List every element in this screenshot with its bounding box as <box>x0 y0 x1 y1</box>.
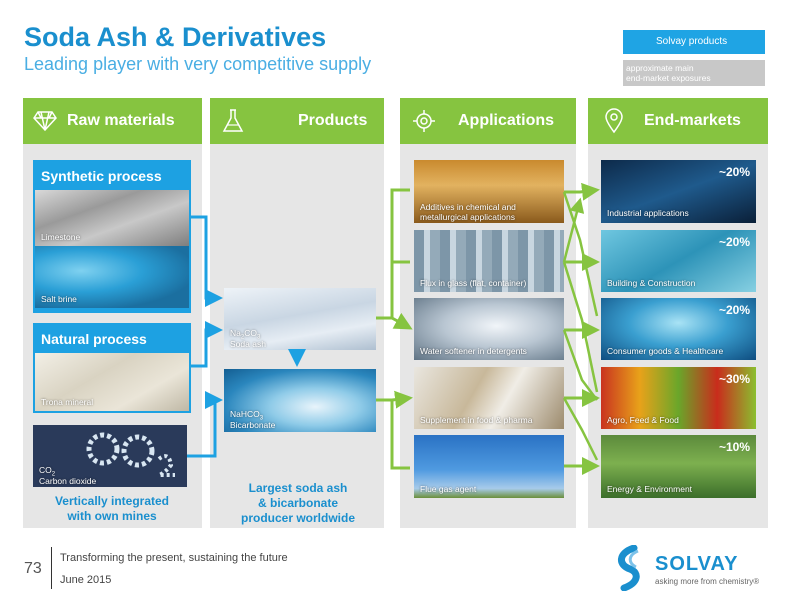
end-market-consumer-image: ~20% Consumer goods & Healthcare <box>601 298 756 360</box>
natural-process-box: Natural process Trona mineral <box>33 323 191 413</box>
legend-exposures: approximate main end-market exposures <box>623 60 765 86</box>
co2-bubbles-graphic <box>86 432 175 477</box>
page-number: 73 <box>24 560 42 577</box>
diamond-icon <box>33 111 57 132</box>
page-title: Soda Ash & Derivatives <box>24 22 327 52</box>
application-fluegas-image: Flue gas agent <box>414 435 564 498</box>
application-detergent-image: Water softener in detergents <box>414 298 564 360</box>
application-glass-image: Flux in glass (flat, container) <box>414 230 564 292</box>
location-pin-icon <box>605 108 623 134</box>
solvay-logo-icon <box>618 545 640 591</box>
application-food-image: Supplement in food & pharma <box>414 367 564 429</box>
trona-mineral-image: Trona mineral <box>35 353 189 411</box>
arrow-natural-to-soda <box>191 321 223 368</box>
footer-date: June 2015 <box>60 574 112 586</box>
solvay-logo-text: SOLVAY <box>655 553 739 575</box>
salt-brine-image: Salt brine <box>35 246 189 308</box>
raw-materials-footnote: Vertically integrated with own mines <box>54 494 170 523</box>
end-market-industrial-image: ~20% Industrial applications <box>601 160 756 223</box>
page-subtitle: Leading player with very competitive sup… <box>24 54 372 74</box>
arrow-soda-to-apps <box>376 188 410 328</box>
natural-process-title: Natural process <box>41 331 147 347</box>
header-applications: Applications <box>400 98 576 144</box>
header-products: Products <box>210 98 384 144</box>
end-market-agro-image: ~30% Agro, Feed & Food <box>601 367 756 429</box>
header-raw-materials: Raw materials <box>23 98 202 144</box>
end-market-building-image: ~20% Building & Construction <box>601 230 756 292</box>
header-end-markets: End-markets <box>588 98 768 144</box>
solvay-logo-tagline: asking more from chemistry® <box>655 577 760 586</box>
synthetic-process-title: Synthetic process <box>41 168 162 184</box>
footer-divider <box>51 547 52 589</box>
footer-tagline: Transforming the present, sustaining the… <box>60 552 288 564</box>
soda-ash-image: Na2CO3 Soda ash <box>224 288 376 350</box>
bicarbonate-image: NaHCO3 Bicarbonate <box>224 369 376 432</box>
target-icon <box>413 110 435 132</box>
arrow-synthetic-to-soda <box>191 215 223 307</box>
arrow-co2-to-bicarb <box>187 391 223 458</box>
arrow-bicarb-to-apps <box>376 398 410 470</box>
limestone-image: Limestone <box>35 190 189 246</box>
end-market-energy-image: ~10% Energy & Environment <box>601 435 756 498</box>
synthetic-process-box: Synthetic process Limestone Salt brine <box>33 160 191 313</box>
arrow-apps-to-markets <box>564 182 600 201</box>
application-chemical-image: Additives in chemical and metallurgical … <box>414 160 564 223</box>
carbon-dioxide-image: CO2 Carbon dioxide <box>33 425 187 487</box>
products-footnote: Largest soda ash & bicarbonate producer … <box>240 481 355 525</box>
legend-solvay-products: Solvay products <box>623 30 765 54</box>
flask-icon <box>222 109 244 132</box>
